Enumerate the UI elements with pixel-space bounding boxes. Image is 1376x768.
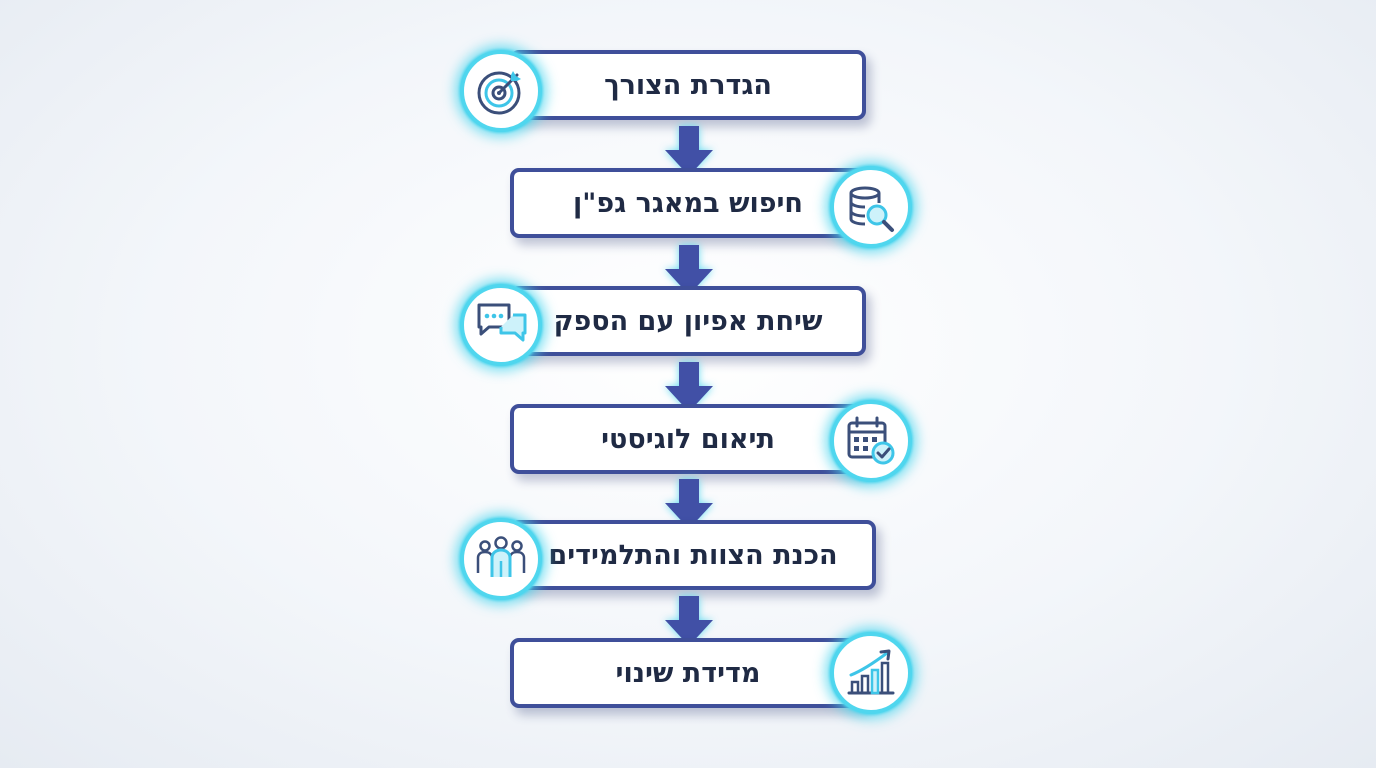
step-label: שיחת אפיון עם הספק [553, 305, 823, 337]
target-icon [460, 50, 542, 132]
step-label: תיאום לוגיסטי [601, 423, 775, 455]
step-box-characterization-call: שיחת אפיון עם הספק [510, 286, 866, 356]
step-label: מדידת שינוי [615, 657, 761, 689]
step-box-search-database: חיפוש במאגר גפ"ן [510, 168, 866, 238]
database-search-icon [830, 166, 912, 248]
team-icon [460, 518, 542, 600]
step-box-measure-change: מדידת שינוי [510, 638, 866, 708]
step-label: הגדרת הצורך [604, 69, 772, 101]
flow-arrow-down-icon [661, 594, 717, 650]
flow-arrow-down-icon [661, 360, 717, 416]
step-label: הכנת הצוות והתלמידים [548, 539, 838, 571]
step-label: חיפוש במאגר גפ"ן [573, 187, 803, 219]
step-box-define-need: הגדרת הצורך [510, 50, 866, 120]
calendar-check-icon [830, 400, 912, 482]
step-box-prepare-team: הכנת הצוות והתלמידים [510, 520, 876, 590]
flow-arrow-down-icon [661, 243, 717, 299]
step-box-logistics: תיאום לוגיסטי [510, 404, 866, 474]
flow-arrow-down-icon [661, 477, 717, 533]
chat-bubbles-icon [460, 284, 542, 366]
flow-arrow-down-icon [661, 124, 717, 180]
growth-chart-icon [830, 632, 912, 714]
